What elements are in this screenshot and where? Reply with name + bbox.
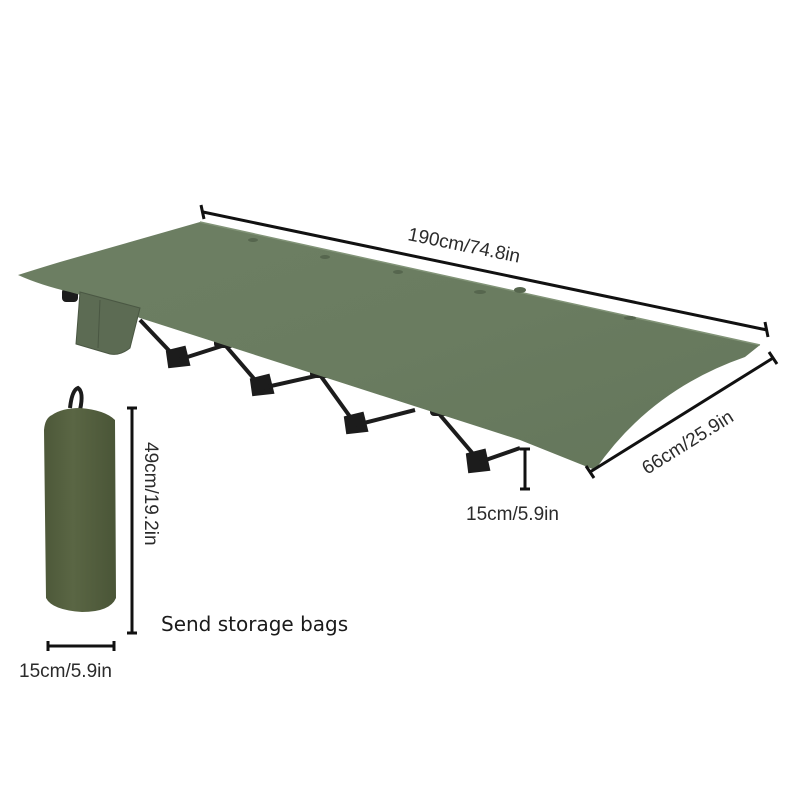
bag-width-label: 15cm/5.9in <box>19 661 112 682</box>
width-label: 66cm/25.9in <box>639 407 738 480</box>
bag-handle <box>68 385 84 411</box>
storage-bag <box>44 385 116 612</box>
fabric-grommets <box>248 238 636 320</box>
height-label: 15cm/5.9in <box>466 504 559 525</box>
dimension-lines <box>46 204 779 651</box>
length-label: 190cm/74.8in <box>406 224 522 267</box>
side-pocket <box>75 291 141 355</box>
bag-height-label: 49cm/19.2in <box>140 442 161 546</box>
length-line <box>202 210 768 332</box>
width-line <box>589 356 774 474</box>
cot-fabric <box>18 222 760 470</box>
storage-bag-caption: Send storage bags <box>161 612 349 636</box>
